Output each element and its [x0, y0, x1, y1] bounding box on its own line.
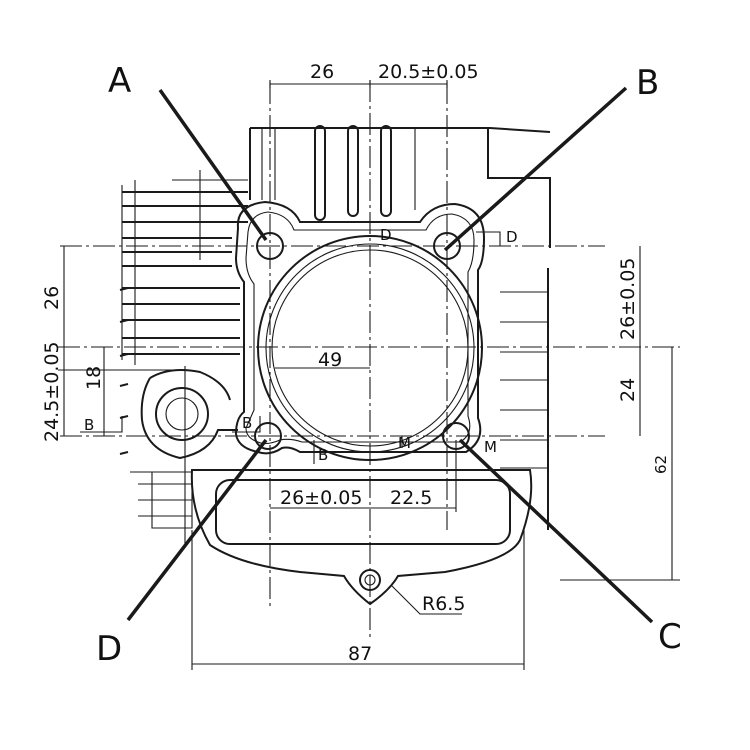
dim-right-26: 26±0.05: [617, 258, 639, 340]
mark-b-lower: B: [318, 446, 328, 464]
mark-b-left: B: [84, 416, 94, 434]
gasket-outline: [234, 200, 486, 455]
center-lines: [58, 80, 680, 640]
leader-d: [126, 438, 268, 622]
dim-bottom-26: 26±0.05: [280, 487, 362, 509]
dim-center-49: 49: [318, 349, 342, 371]
dim-top-26: 26: [310, 61, 334, 83]
callout-b: B: [636, 63, 659, 103]
dim-right-24: 24: [617, 378, 639, 402]
leader-b: [443, 86, 628, 252]
hole-d: [254, 422, 282, 450]
mark-d-marker: D: [506, 228, 518, 246]
dim-bottom-87: 87: [348, 643, 372, 665]
top-fin-block: [249, 125, 551, 248]
left-fin-stack: [119, 170, 248, 455]
section-markers: [80, 231, 501, 464]
dimension-lines: [63, 80, 680, 670]
dim-bottom-22-5: 22.5: [390, 487, 432, 509]
mark-m-lower: M: [398, 434, 411, 452]
callout-c: C: [658, 617, 682, 657]
callout-a: A: [108, 61, 131, 101]
dim-radius: R6.5: [422, 593, 465, 615]
left-port-boss: [130, 369, 238, 529]
right-fin-stack: [500, 268, 549, 530]
leader-c: [458, 438, 654, 624]
dim-right-62: 62: [652, 455, 670, 474]
stud-holes: [254, 232, 470, 450]
mark-b-right: B: [242, 414, 252, 432]
callout-d: D: [96, 629, 122, 669]
dim-left-24-5: 24.5±0.05: [41, 341, 63, 442]
mark-m-right: M: [484, 438, 497, 456]
leader-a: [158, 88, 268, 242]
callout-leaders: [126, 86, 654, 624]
dim-left-26: 26: [41, 286, 63, 310]
dim-top-20-5: 20.5±0.05: [378, 61, 479, 83]
dim-left-18: 18: [83, 366, 105, 390]
mark-d-upper: D: [380, 226, 392, 244]
